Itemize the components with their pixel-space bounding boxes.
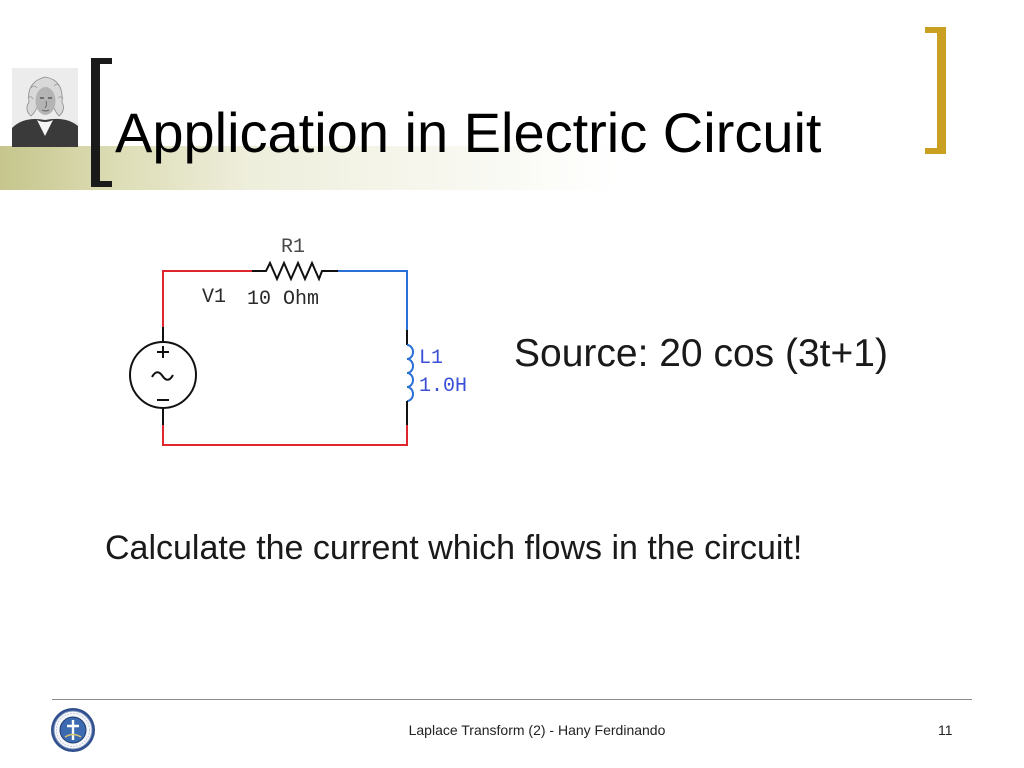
footer-divider [52,699,972,700]
plus-sign-icon [157,346,169,358]
wire-top-right [338,270,408,330]
resistor-icon [252,260,338,282]
sine-wave-icon [151,371,174,381]
ac-voltage-source-icon [129,327,197,425]
slide-title: Application in Electric Circuit [115,101,822,164]
right-bracket-decoration [925,27,946,154]
wire-top-left [162,270,252,327]
inductor-value: 1.0H [419,375,467,398]
resistor-label: R1 [281,236,305,259]
resistor-value: 10 Ohm [247,288,319,311]
university-seal-icon [51,708,95,752]
portrait-image [12,68,78,147]
left-bracket-decoration [91,58,112,187]
inductor-label: L1 [419,347,443,370]
source-label: V1 [202,286,226,309]
page-number: 11 [938,722,953,738]
source-equation: Source: 20 cos (3t+1) [514,332,888,375]
footer-text: Laplace Transform (2) - Hany Ferdinando [408,722,666,738]
inductor-icon [406,344,414,402]
question-text: Calculate the current which flows in the… [105,529,803,567]
wire-bottom [162,425,408,446]
